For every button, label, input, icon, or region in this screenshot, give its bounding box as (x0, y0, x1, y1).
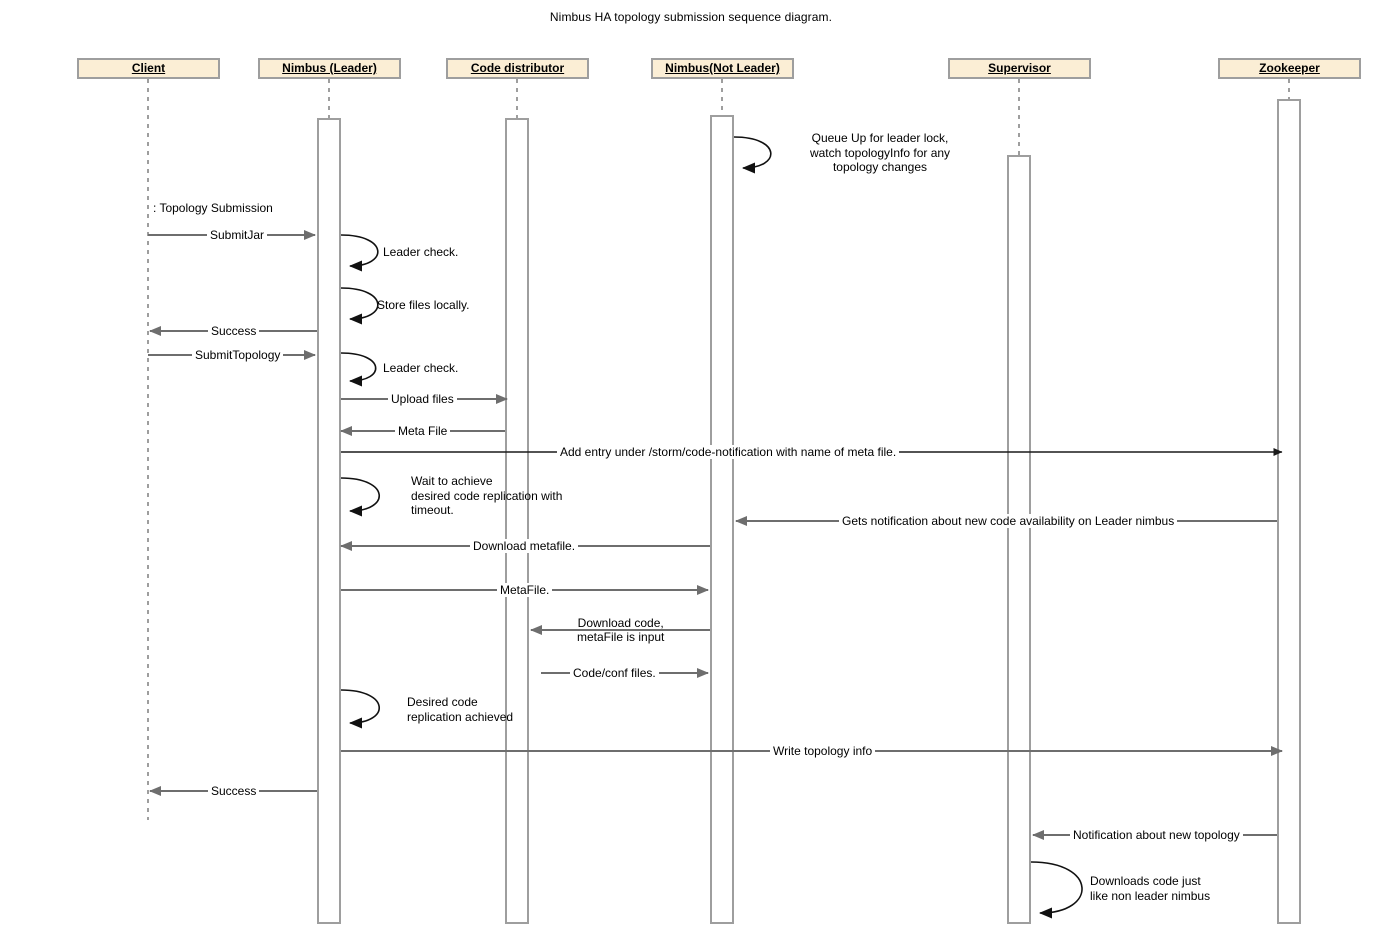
message-label-m-success-1: Success (208, 324, 260, 338)
message-label-m-code-conf-files: Code/conf files. (570, 666, 659, 680)
self-message-arc-s-store-files (340, 287, 379, 325)
lifeline-head-supervisor[interactable]: Supervisor (948, 58, 1091, 79)
self-message-label-s-leader-check-2: Leader check. (383, 361, 459, 375)
message-label-m-write-topology: Write topology info (770, 744, 876, 758)
self-message-label-s-desired-code: Desired code replication achieved (407, 695, 514, 724)
self-message-arc-s-downloads-code (1030, 861, 1083, 919)
message-label-m-gets-notification: Gets notification about new code availab… (839, 514, 1178, 528)
lifeline-head-client[interactable]: Client (77, 58, 220, 79)
activation-bar-nimbus_leader (317, 118, 341, 924)
self-message-label-s-wait-achieve: Wait to achieve desired code replication… (411, 474, 563, 517)
message-label-m-success-2: Success (208, 784, 260, 798)
message-label-m-notification-topology: Notification about new topology (1070, 828, 1243, 842)
free-label-lbl-topology-submission: : Topology Submission (153, 201, 273, 215)
lifeline-head-nimbus_leader[interactable]: Nimbus (Leader) (258, 58, 401, 79)
message-label-m-download-code: Download code, metaFile is input (577, 616, 665, 644)
self-message-arc-s-wait-achieve (340, 477, 380, 517)
lifeline-head-nimbus_not_leader[interactable]: Nimbus(Not Leader) (651, 58, 794, 79)
self-message-label-s-store-files: Store files locally. (377, 298, 470, 312)
message-label-m-meta-file: Meta File (395, 424, 451, 438)
activation-bar-nimbus_not_leader (710, 115, 734, 924)
self-message-label-s-queue-up: Queue Up for leader lock, watch topology… (809, 131, 951, 174)
activation-bar-code_distributor (505, 118, 529, 924)
self-message-label-s-leader-check-1: Leader check. (383, 245, 459, 259)
self-message-arc-s-queue-up (733, 136, 772, 174)
message-label-m-add-entry: Add entry under /storm/code-notification… (557, 445, 900, 459)
self-message-arc-s-leader-check-1 (340, 234, 379, 272)
activation-bar-zookeeper (1277, 99, 1301, 924)
message-label-m-metafile: MetaFile. (497, 583, 553, 597)
message-label-m-download-metafile: Download metafile. (470, 539, 579, 553)
self-message-arc-s-leader-check-2 (340, 352, 377, 387)
lifeline-head-zookeeper[interactable]: Zookeeper (1218, 58, 1361, 79)
lifeline-head-code_distributor[interactable]: Code distributor (446, 58, 589, 79)
self-message-label-s-downloads-code: Downloads code just like non leader nimb… (1090, 874, 1211, 903)
message-label-m-submittopology: SubmitTopology (192, 348, 284, 362)
diagram-title: Nimbus HA topology submission sequence d… (549, 10, 833, 24)
activation-bar-supervisor (1007, 155, 1031, 924)
self-message-arc-s-desired-code (340, 689, 380, 729)
message-label-m-submitjar: SubmitJar (207, 228, 268, 242)
message-label-m-upload-files: Upload files (388, 392, 457, 406)
